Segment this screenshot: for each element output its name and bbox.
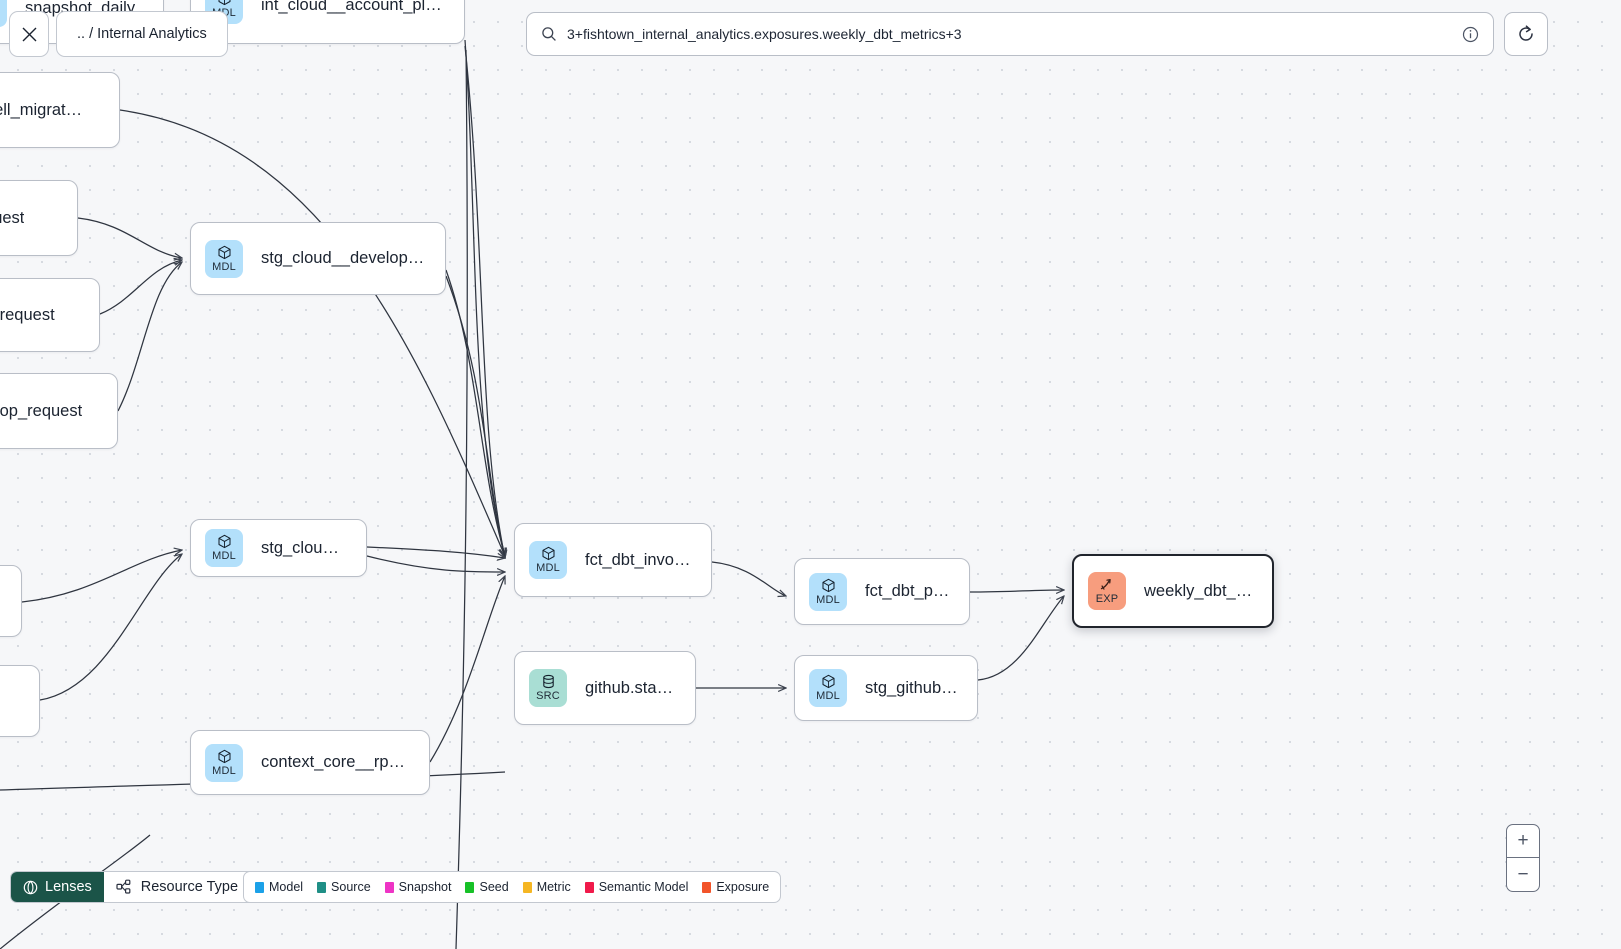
legend-label: Metric: [536, 880, 571, 894]
node-type-badge-mdl: MDL: [205, 743, 243, 782]
graph-node-int_cloud__account_plan_history[interactable]: MDLint_cloud__account_plan_history: [190, 0, 465, 44]
lineage-search-bar[interactable]: [526, 12, 1494, 56]
legend-item-model[interactable]: Model: [255, 880, 303, 894]
cube-icon: [820, 578, 837, 593]
graph-node-stg_github__stars[interactable]: MDL stg_github__stars: [794, 655, 978, 721]
graph-node-stg_cloud__develop_requests[interactable]: MDL stg_cloud__develop_requests: [190, 222, 446, 295]
cube-icon: [820, 674, 837, 689]
legend-label: Seed: [479, 880, 509, 894]
legend-item-seed[interactable]: Seed: [465, 880, 509, 894]
node-type-label: MDL: [212, 764, 236, 777]
chart-line-icon: [1099, 577, 1116, 592]
graph-node-github.stargazers[interactable]: SRC github.stargazers: [514, 651, 696, 725]
legend-swatch: [465, 881, 475, 893]
node-label: _develop_request: [0, 401, 83, 420]
database-icon: [541, 674, 556, 689]
search-input[interactable]: [567, 26, 1462, 42]
lenses-label: Lenses: [45, 879, 92, 895]
legend-swatch: [584, 881, 594, 893]
node-label: weekly_dbt_metrics: [1144, 581, 1254, 600]
legend-label: Model: [269, 880, 304, 894]
cube-icon: [216, 534, 233, 549]
node-label: int_cloud__account_plan_history: [261, 0, 446, 14]
zoom-in-button[interactable]: +: [1507, 825, 1539, 858]
graph-node-fct_dbt_invocations[interactable]: MDL fct_dbt_invocations: [514, 523, 712, 597]
legend-swatch: [702, 881, 712, 893]
refresh-icon: [1519, 25, 1533, 41]
node-type-label: MDL: [816, 690, 840, 702]
graph-node-left_run_b[interactable]: MDL_run: [0, 665, 40, 737]
node-label: context_core__rpc_request: [261, 753, 411, 771]
node-label: fct_dbt_projects: [865, 582, 951, 600]
node-label: github.stargazers: [585, 678, 677, 697]
legend-swatch: [522, 881, 532, 893]
graph-node-context_core__rpc_request[interactable]: MDL context_core__rpc_request: [190, 730, 430, 795]
legend-label: Snapshot: [398, 880, 452, 894]
lenses-toolbar: Lenses Resource Type: [10, 871, 274, 903]
graph-node-multicell_migration[interactable]: MDLmulticell_migrat…: [0, 72, 120, 148]
resource-type-legend: Model Source Snapshot Seed Metric Semantic Mo…: [243, 871, 782, 903]
node-label: velop_request: [0, 305, 55, 324]
graph-node-develop_request_b[interactable]: MDLvelop_request: [0, 278, 100, 352]
close-icon: [22, 27, 36, 41]
search-icon: [542, 27, 556, 41]
legend-item-exposure[interactable]: Exposure: [702, 880, 769, 894]
node-label: fct_dbt_invocations: [585, 550, 693, 569]
node-type-badge-mdl: MDL: [809, 669, 847, 707]
legend-swatch: [255, 881, 264, 893]
lenses-button[interactable]: Lenses: [11, 872, 104, 902]
node-type-badge-mdl: MDL: [205, 529, 243, 567]
node-type-badge-mdl: MDL: [529, 541, 567, 579]
node-type-label: MDL: [536, 562, 560, 574]
graph-node-weekly_dbt_metrics[interactable]: EXP weekly_dbt_metrics: [1072, 554, 1274, 628]
graph-node-fct_dbt_projects[interactable]: MDL fct_dbt_projects: [794, 558, 970, 625]
legend-item-snapshot[interactable]: Snapshot: [384, 880, 452, 894]
node-type-label: SRC: [536, 690, 560, 702]
node-type-badge-mdl: MDL: [0, 0, 7, 27]
refresh-button[interactable]: [1504, 12, 1548, 56]
node-type-badge-mdl: MDL: [205, 239, 243, 278]
graph-node-left_run_a[interactable]: MDLn: [0, 565, 22, 637]
legend-label: Source: [331, 880, 371, 894]
legend-label: Exposure: [716, 880, 770, 894]
node-label: multicell_migrat…: [0, 100, 83, 119]
node-type-badge-src: SRC: [529, 669, 567, 707]
cube-icon: [216, 749, 233, 764]
legend-swatch: [384, 881, 394, 893]
breadcrumb[interactable]: .. / Internal Analytics: [56, 11, 228, 57]
graph-node-develop_request_c[interactable]: MDL_develop_request: [0, 373, 118, 449]
legend-swatch: [317, 881, 327, 893]
resource-type-label: Resource Type: [140, 879, 239, 895]
resource-type-icon: [116, 879, 131, 894]
legend-label: Semantic Model: [598, 880, 689, 894]
legend-item-source[interactable]: Source: [317, 880, 371, 894]
node-type-label: MDL: [212, 260, 236, 273]
node-label: p_request: [0, 208, 25, 227]
cube-icon: [540, 546, 557, 561]
cube-icon: [216, 0, 233, 6]
cube-icon: [216, 245, 233, 260]
zoom-out-button[interactable]: −: [1517, 863, 1529, 885]
zoom-controls: + −: [1506, 824, 1540, 892]
node-type-badge-exp: EXP: [1088, 572, 1126, 610]
node-type-badge-mdl: MDL: [809, 572, 847, 611]
node-type-label: MDL: [816, 593, 840, 606]
node-type-label: MDL: [212, 550, 236, 562]
node-type-label: EXP: [1095, 593, 1119, 605]
legend-item-metric[interactable]: Metric: [522, 880, 571, 894]
legend-item-semantic-model[interactable]: Semantic Model: [584, 880, 689, 894]
node-label: stg_github__stars: [865, 678, 959, 697]
info-circle-icon[interactable]: [1462, 26, 1479, 43]
close-button[interactable]: [9, 11, 49, 57]
lens-icon: [23, 880, 38, 894]
node-label: stg_cloud__runs: [261, 538, 348, 557]
breadcrumb-label: .. / Internal Analytics: [77, 26, 207, 42]
graph-node-develop_request_a[interactable]: MDLp_request: [0, 180, 78, 256]
node-label: stg_cloud__develop_requests: [261, 249, 427, 267]
graph-node-stg_cloud__runs[interactable]: MDL stg_cloud__runs: [190, 519, 367, 577]
